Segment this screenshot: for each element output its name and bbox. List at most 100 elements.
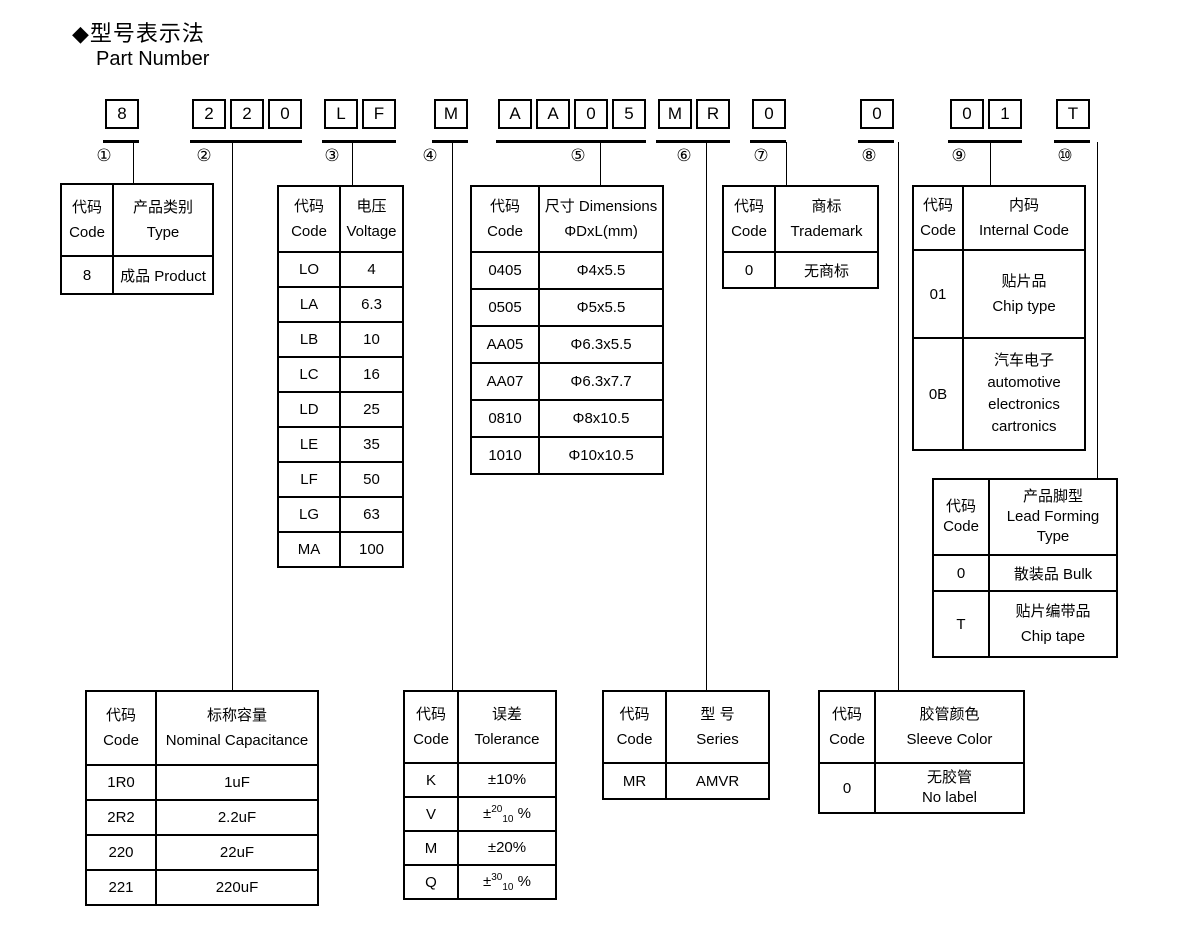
connector-line — [898, 142, 899, 690]
value-cell: 贴片编带品 Chip tape — [988, 590, 1118, 658]
value-cell: 2.2uF — [155, 799, 319, 836]
value-cell: 100 — [339, 531, 404, 568]
code-cell: 221 — [85, 869, 157, 906]
table-row: M ±20% — [403, 830, 557, 866]
group-underline — [103, 140, 139, 143]
code-cell: 1R0 — [85, 764, 157, 801]
table-row: 0B 汽车电子 automotive electronics cartronic… — [912, 337, 1086, 451]
part-char-box: 1 — [988, 99, 1022, 129]
group-number-badge: ⑩ — [1057, 146, 1073, 165]
code-cell: 0 — [722, 251, 776, 289]
value-cell: Φ6.3x5.5 — [538, 325, 664, 364]
part-char-box: F — [362, 99, 396, 129]
value-cell: 22uF — [155, 834, 319, 871]
code-cell: LF — [277, 461, 341, 498]
code-cell: 0505 — [470, 288, 540, 327]
group-number-badge: ④ — [422, 146, 438, 165]
value-cell: Φ4x5.5 — [538, 251, 664, 290]
table-row: 01 贴片品 Chip type — [912, 249, 1086, 339]
part-char-box: R — [696, 99, 730, 129]
value-cell: ±2010 % — [457, 796, 557, 832]
code-cell: MA — [277, 531, 341, 568]
group-underline — [432, 140, 468, 143]
table-row: 0 散装品 Bulk — [932, 554, 1118, 592]
part-char-box: A — [498, 99, 532, 129]
table-row: 0 无胶管 No label — [818, 762, 1025, 814]
group-number-badge: ⑤ — [570, 146, 586, 165]
group-underline — [322, 140, 396, 143]
code-cell: LB — [277, 321, 341, 358]
group-underline — [190, 140, 302, 143]
part-char-box: 0 — [268, 99, 302, 129]
value-cell: Φ8x10.5 — [538, 399, 664, 438]
group-number-badge: ⑧ — [861, 146, 877, 165]
code-cell: 220 — [85, 834, 157, 871]
connector-line — [706, 142, 707, 690]
table-row: MR AMVR — [602, 762, 770, 800]
page-subtitle: Part Number — [96, 48, 210, 70]
part-char-box: 2 — [230, 99, 264, 129]
table-row: V ±2010 % — [403, 796, 557, 832]
code-cell: LE — [277, 426, 341, 463]
part-char-box: 0 — [574, 99, 608, 129]
code-cell: LA — [277, 286, 341, 323]
connector-line — [133, 142, 134, 183]
code-cell: 0 — [818, 762, 876, 814]
code-cell: M — [403, 830, 459, 866]
group-underline — [496, 140, 646, 143]
value-cell: AMVR — [665, 762, 770, 800]
group-number-badge: ⑦ — [753, 146, 769, 165]
part-char-box: T — [1056, 99, 1090, 129]
group-underline — [858, 140, 894, 143]
group-number-badge: ⑨ — [951, 146, 967, 165]
value-cell: 16 — [339, 356, 404, 393]
code-cell: AA05 — [470, 325, 540, 364]
group-number-badge: ⑥ — [676, 146, 692, 165]
value-cell: 1uF — [155, 764, 319, 801]
part-char-box: 0 — [950, 99, 984, 129]
value-cell: 无商标 — [774, 251, 879, 289]
value-cell: ±20% — [457, 830, 557, 866]
code-cell: 01 — [912, 249, 964, 339]
part-char-box: L — [324, 99, 358, 129]
value-cell: Φ5x5.5 — [538, 288, 664, 327]
table-row: 8 成品 Product — [60, 255, 214, 295]
table-row: T 贴片编带品 Chip tape — [932, 590, 1118, 658]
connector-line — [786, 142, 787, 185]
connector-line — [352, 142, 353, 185]
code-cell: LC — [277, 356, 341, 393]
value-cell: Φ6.3x7.7 — [538, 362, 664, 401]
group-number-badge: ③ — [324, 146, 340, 165]
code-cell: 0B — [912, 337, 964, 451]
group-underline — [948, 140, 1022, 143]
value-cell: ±3010 % — [457, 864, 557, 900]
code-cell: LG — [277, 496, 341, 533]
value-cell: 35 — [339, 426, 404, 463]
group-number-badge: ② — [196, 146, 212, 165]
value-cell: 散装品 Bulk — [988, 554, 1118, 592]
